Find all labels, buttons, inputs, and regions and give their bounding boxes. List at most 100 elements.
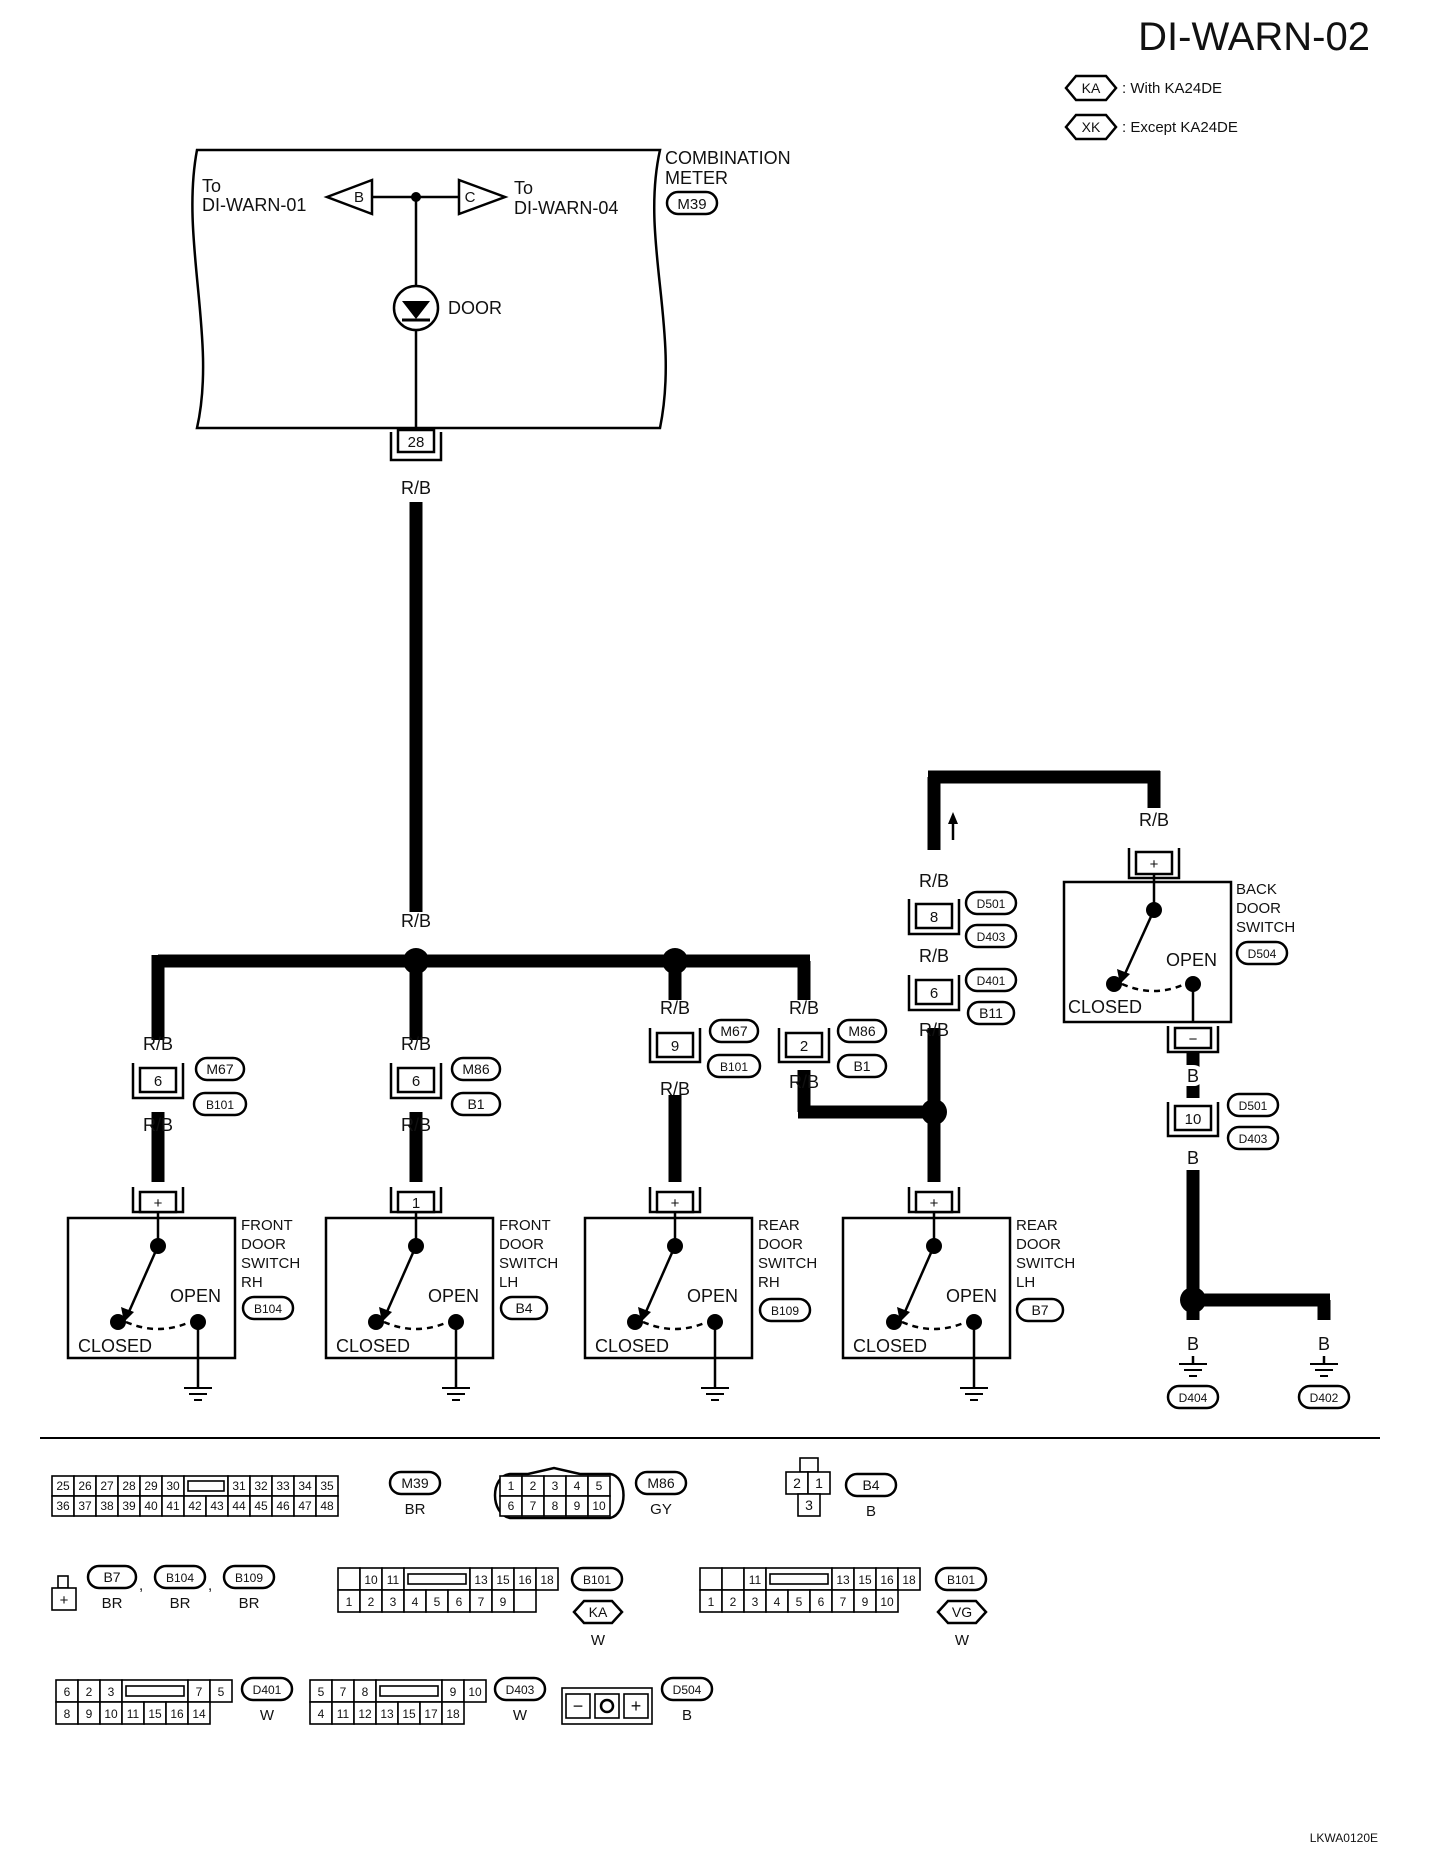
front-rh-term: + xyxy=(154,1195,163,1212)
rear-lh-name-1: REAR xyxy=(1016,1217,1058,1234)
pin-label: 44 xyxy=(232,1499,246,1513)
junction-rear xyxy=(662,948,688,974)
pin-label: 6 xyxy=(456,1595,463,1609)
front-lh-wire-top: R/B xyxy=(401,1034,431,1054)
pin-label: 8 xyxy=(362,1685,369,1699)
pin-label: 18 xyxy=(540,1573,554,1587)
b109-id: B109 xyxy=(235,1571,263,1585)
ref-b-letter: B xyxy=(354,189,364,206)
pin-label: 18 xyxy=(446,1707,460,1721)
pin-label: 46 xyxy=(276,1499,290,1513)
d403-color: W xyxy=(513,1707,528,1724)
b101-ka-color: W xyxy=(591,1632,606,1649)
back-wire-top: R/B xyxy=(1139,810,1169,830)
ref-left-page: DI-WARN-01 xyxy=(202,195,306,215)
legend-ka: KA : With KA24DE xyxy=(1064,74,1222,102)
b4-color: B xyxy=(866,1503,876,1520)
front-rh-box xyxy=(66,1216,237,1360)
pin-label: 11 xyxy=(337,1707,350,1721)
back-conn: D504 xyxy=(1248,947,1277,961)
rear-lh-pin: 2 xyxy=(800,1038,808,1055)
junction-rear-lh xyxy=(921,1099,947,1125)
d504-plus: + xyxy=(631,1696,642,1716)
back-door-switch: R/B + OPEN CLOSED − BACK DOOR SWITCH D50… xyxy=(1062,810,1351,1410)
pin-label: 6 xyxy=(64,1685,71,1699)
pin-label: 6 xyxy=(818,1595,825,1609)
upper-conn-2a: D401 xyxy=(977,974,1006,988)
back-name-2: DOOR xyxy=(1236,900,1281,917)
pin-label: 9 xyxy=(450,1685,457,1699)
front-rh-conn-a: M67 xyxy=(206,1061,233,1077)
ground-icon xyxy=(442,1387,470,1401)
pin-label: 10 xyxy=(468,1685,482,1699)
back-term-top: + xyxy=(1150,856,1159,873)
front-rh-name-2: DOOR xyxy=(241,1236,286,1253)
b7-id: B7 xyxy=(103,1569,120,1585)
pin-label: 8 xyxy=(552,1499,559,1513)
back-name-3: SWITCH xyxy=(1236,919,1295,936)
pin-label: 13 xyxy=(836,1573,850,1587)
junction-main xyxy=(403,948,429,974)
rear-rh-conn-a: M67 xyxy=(720,1023,747,1039)
upper-conn-1b: D403 xyxy=(977,930,1006,944)
d504-id: D504 xyxy=(673,1683,702,1697)
b7-term: + xyxy=(60,1592,69,1609)
rear-lh-wire-bottom: R/B xyxy=(789,1072,819,1092)
front-rh-wire-bottom: R/B xyxy=(143,1115,173,1135)
pin-label: 2 xyxy=(368,1595,375,1609)
b104-color: BR xyxy=(170,1595,191,1612)
front-lh-closed: CLOSED xyxy=(336,1336,410,1356)
front-lh-conn-a: M86 xyxy=(462,1061,489,1077)
pin-label: 11 xyxy=(749,1573,762,1587)
pin-label: 16 xyxy=(518,1573,532,1587)
upper-pin-2: 6 xyxy=(930,985,938,1002)
b101-vg-variant: VG xyxy=(952,1604,972,1620)
ref-right-page: DI-WARN-04 xyxy=(514,198,618,218)
meter-connector-badge xyxy=(665,190,719,216)
front-rh-conn: B104 xyxy=(254,1302,282,1316)
pin-label: 7 xyxy=(196,1685,203,1699)
front-rh-conn-b: B101 xyxy=(206,1098,234,1112)
pin-label: 16 xyxy=(880,1573,894,1587)
ref-right-to: To xyxy=(514,178,533,198)
back-pin: 10 xyxy=(1185,1111,1202,1128)
b101-vg-color: W xyxy=(955,1632,970,1649)
d504-minus: − xyxy=(573,1696,584,1716)
front-rh-pin: 6 xyxy=(154,1073,162,1090)
front-rh-name-4: RH xyxy=(241,1274,263,1291)
rear-lh-conn-a: M86 xyxy=(848,1023,875,1039)
rear-rh-name-3: SWITCH xyxy=(758,1255,817,1272)
rear-rh-term: + xyxy=(671,1195,680,1212)
connector-face-d504: − + xyxy=(561,1687,653,1725)
meter-connector-id: M39 xyxy=(677,196,706,213)
front-door-switch-lh: R/B 6 M86 B1 R/B 1 OPEN CLOSED FRONT DOO… xyxy=(324,1034,558,1401)
pin-label: 3 xyxy=(552,1479,559,1493)
pin-label: 37 xyxy=(78,1499,92,1513)
back-closed: CLOSED xyxy=(1068,997,1142,1017)
pin-label: 1 xyxy=(346,1595,353,1609)
m86-id: M86 xyxy=(647,1475,674,1491)
pin-label: 7 xyxy=(840,1595,847,1609)
pin-label: 30 xyxy=(166,1479,180,1493)
rear-door-switch-rh: R/B 9 M67 B101 R/B + OPEN CLOSED REAR DO… xyxy=(583,998,817,1401)
connector-face-b4: 2 1 3 xyxy=(785,1457,831,1517)
front-lh-name-2: DOOR xyxy=(499,1236,544,1253)
back-open: OPEN xyxy=(1166,950,1217,970)
pin-label: 12 xyxy=(358,1707,372,1721)
back-conn-a: D501 xyxy=(1239,1099,1268,1113)
b109-color: BR xyxy=(239,1595,260,1612)
pin-label: 15 xyxy=(402,1707,416,1721)
pin-label: 42 xyxy=(188,1499,202,1513)
front-lh-conn: B4 xyxy=(515,1300,532,1316)
front-lh-name-4: LH xyxy=(499,1274,518,1291)
pin-label: 5 xyxy=(796,1595,803,1609)
b4-id: B4 xyxy=(862,1477,879,1493)
ref-b-arrow xyxy=(323,178,374,216)
ground-icon xyxy=(1310,1363,1338,1377)
rear-rh-pin: 9 xyxy=(671,1038,679,1055)
rear-lh-open: OPEN xyxy=(946,1286,997,1306)
upper-conn-1a: D501 xyxy=(977,897,1006,911)
ref-left-to: To xyxy=(202,176,221,196)
